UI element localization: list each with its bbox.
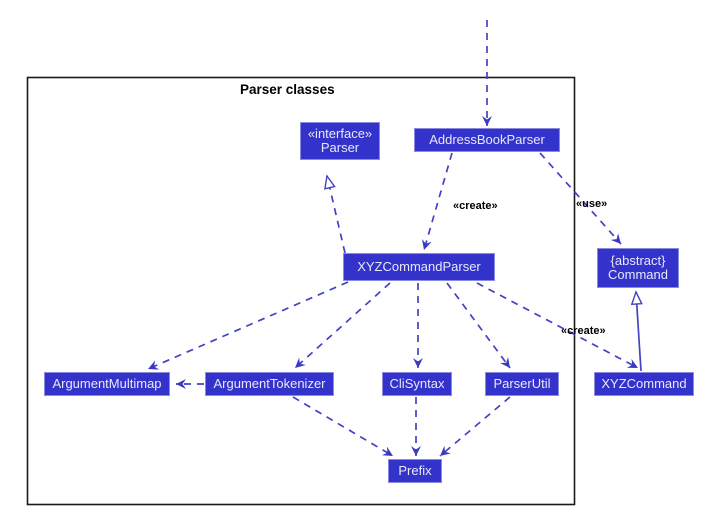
edge-label-create-xyzcommand: «create» — [561, 325, 606, 337]
class-box-xyzcommand[interactable]: XYZCommand — [594, 372, 694, 396]
edge-xyzcommandparser-to-parserutil — [446, 282, 511, 369]
edge-xyzcommandparser-creates-xyzcommand — [476, 282, 639, 369]
edge-addressbookparser-creates-xyzcommandparser — [421, 152, 453, 251]
class-name-parserutil: ParserUtil — [493, 376, 551, 391]
class-name-xyzcommandparser: XYZCommandParser — [357, 259, 481, 274]
class-box-command[interactable]: {abstract} Command — [597, 248, 679, 288]
class-name-prefix: Prefix — [398, 463, 432, 478]
class-name-xyzcommand: XYZCommand — [601, 376, 687, 391]
class-box-argumentmultimap[interactable]: ArgumentMultimap — [44, 372, 170, 396]
class-name-command: Command — [608, 267, 668, 282]
edge-xyzcommandparser-to-argumentmultimap — [147, 281, 349, 370]
class-name-parser: Parser — [320, 140, 360, 155]
edge-label-use-command: «use» — [576, 198, 608, 210]
class-stereotype-parser: «interface» — [307, 126, 373, 141]
class-name-addressbookparser: AddressBookParser — [429, 132, 545, 147]
edge-xyzcommand-extends-command — [636, 292, 641, 372]
class-box-parser[interactable]: «interface» Parser — [300, 122, 380, 160]
edge-argumenttokenizer-to-prefix — [292, 396, 394, 457]
class-box-prefix[interactable]: Prefix — [388, 459, 442, 483]
class-box-parserutil[interactable]: ParserUtil — [485, 372, 559, 396]
class-name-argumentmultimap: ArgumentMultimap — [52, 376, 162, 391]
class-box-xyzcommandparser[interactable]: XYZCommandParser — [343, 253, 495, 281]
class-name-clisyntax: CliSyntax — [389, 376, 445, 391]
class-stereotype-command: {abstract} — [610, 253, 666, 268]
class-box-clisyntax[interactable]: CliSyntax — [382, 372, 452, 396]
package-frame — [26, 76, 576, 506]
class-box-addressbookparser[interactable]: AddressBookParser — [414, 128, 560, 152]
edge-label-create-xyzcommandparser: «create» — [453, 200, 498, 212]
edge-parserutil-to-prefix — [439, 396, 511, 457]
edge-xyzcommandparser-realizes-parser — [327, 176, 346, 254]
edge-xyzcommandparser-to-argumenttokenizer — [294, 282, 391, 369]
package-title: Parser classes — [240, 82, 335, 97]
class-name-argumenttokenizer: ArgumentTokenizer — [213, 376, 326, 391]
class-box-argumenttokenizer[interactable]: ArgumentTokenizer — [205, 372, 334, 396]
